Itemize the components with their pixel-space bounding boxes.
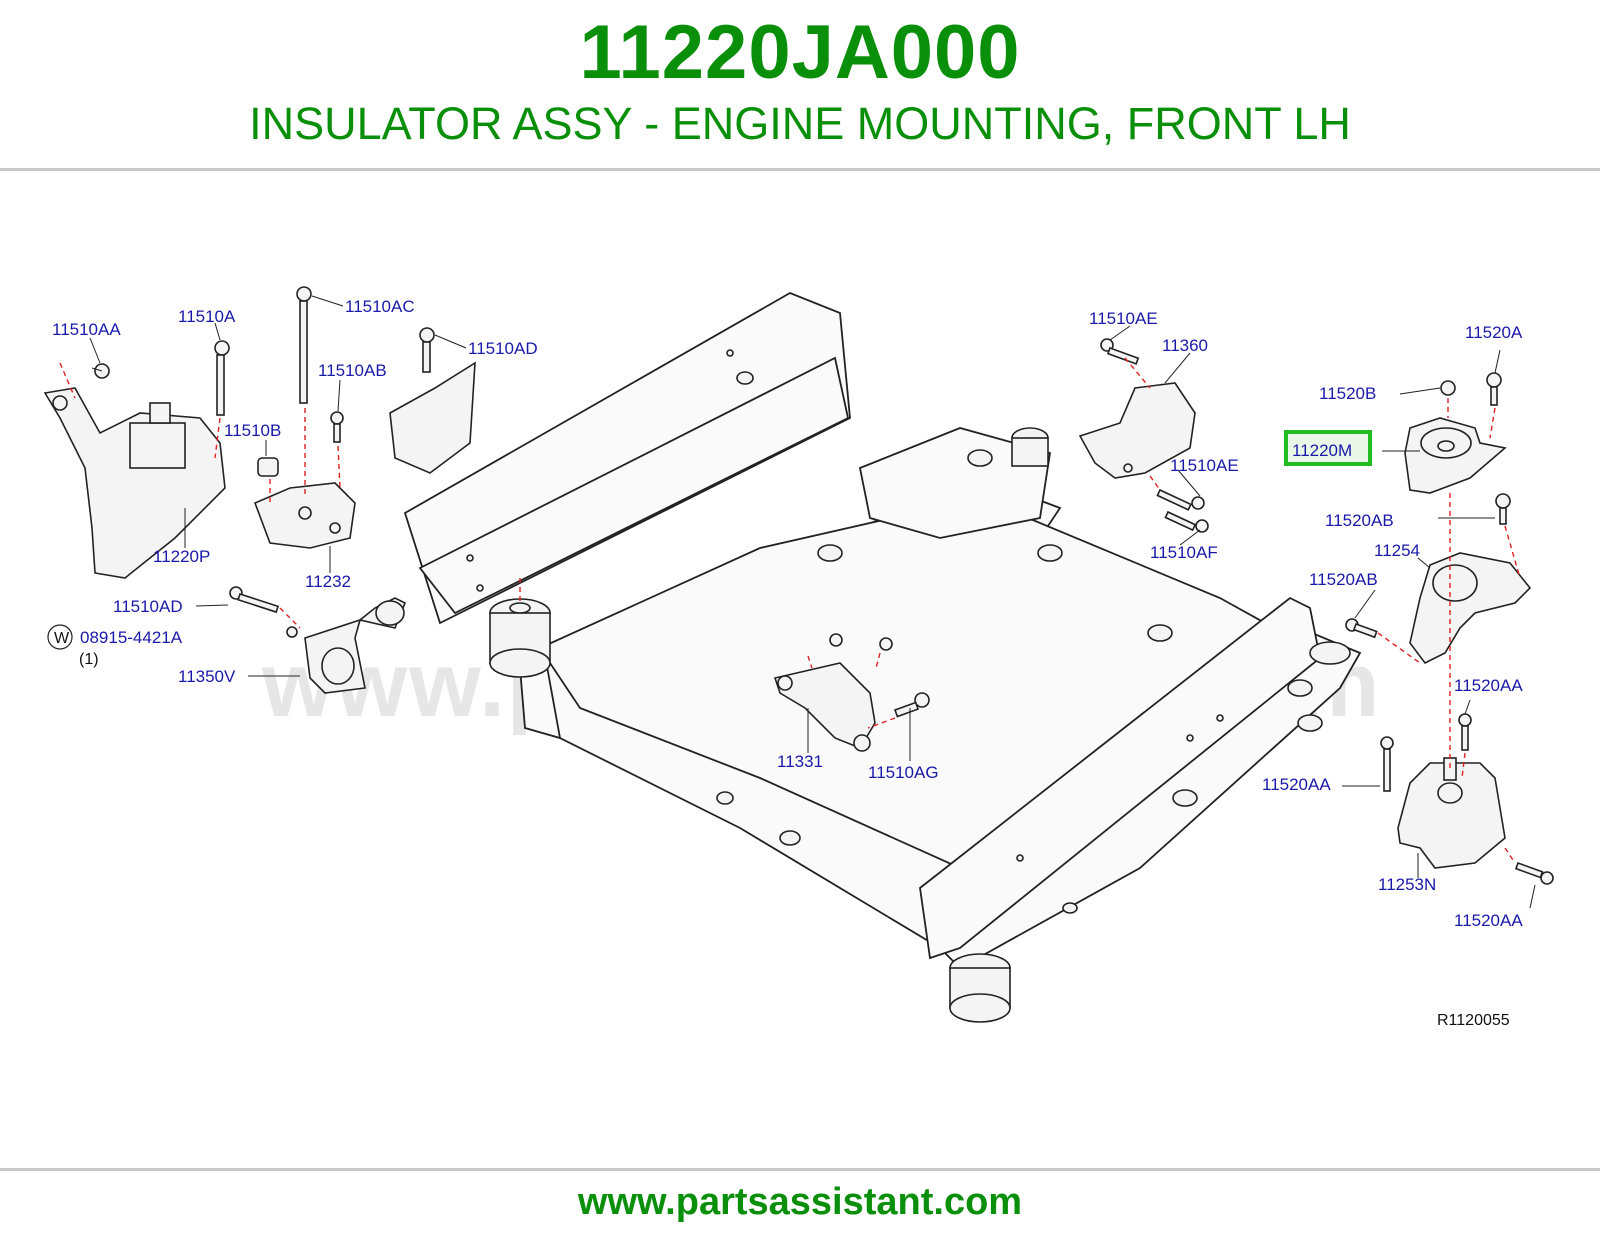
bolt-11520ab-low bbox=[1345, 618, 1378, 639]
label-11520a[interactable]: 11520A bbox=[1465, 323, 1523, 342]
bolt-11520a bbox=[1486, 372, 1502, 406]
nut-11520b bbox=[1440, 380, 1456, 396]
mount-11350v bbox=[304, 597, 407, 694]
bracket-11232 bbox=[253, 457, 356, 549]
leader-lines bbox=[89, 295, 1536, 909]
label-08915-4421a[interactable]: 08915-4421A bbox=[80, 628, 183, 647]
insulator-11220m bbox=[1404, 417, 1507, 494]
label-11520ab-low[interactable]: 11520AB bbox=[1309, 570, 1378, 589]
washer-symbol: W bbox=[54, 630, 70, 647]
bolt-11510a bbox=[214, 340, 230, 416]
label-11232[interactable]: 11232 bbox=[305, 572, 351, 591]
label-11520b[interactable]: 11520B bbox=[1319, 384, 1376, 403]
bracket-11360 bbox=[1078, 382, 1196, 479]
bracket-11253n bbox=[1397, 757, 1506, 869]
bolt-11520aa-bot bbox=[1514, 861, 1554, 885]
bolt-11520aa-mid bbox=[1380, 736, 1394, 792]
part-description: INSULATOR ASSY - ENGINE MOUNTING, FRONT … bbox=[249, 98, 1351, 149]
bolt-11510ab bbox=[330, 411, 344, 443]
label-11520aa-top[interactable]: 11520AA bbox=[1454, 676, 1523, 695]
label-11510ag[interactable]: 11510AG bbox=[868, 763, 939, 782]
label-11510ad-top[interactable]: 11510AD bbox=[468, 339, 538, 358]
washer-symbol-circle bbox=[47, 624, 73, 650]
assembly-lines bbox=[59, 357, 1521, 864]
bolt-11520ab-top bbox=[1495, 493, 1511, 525]
bolt-11510ae-top bbox=[1100, 338, 1140, 365]
label-11220m[interactable]: 11220M bbox=[1292, 441, 1352, 460]
label-11510ae-mid[interactable]: 11510AE bbox=[1170, 456, 1239, 475]
front-suspension-member bbox=[403, 292, 1362, 1023]
bracket-11254 bbox=[1409, 552, 1532, 665]
parts-diagram: www.partsassistant.com bbox=[43, 286, 1554, 1029]
label-11350v[interactable]: 11350V bbox=[178, 667, 236, 686]
label-11520ab-top[interactable]: 11520AB bbox=[1325, 511, 1394, 530]
torque-rod-11331 bbox=[773, 662, 876, 752]
label-11510ae-top[interactable]: 11510AE bbox=[1089, 309, 1158, 328]
bolt-11510ae-mid bbox=[1156, 488, 1205, 511]
label-11220p[interactable]: 11220P bbox=[153, 547, 210, 566]
label-11520aa-bot[interactable]: 11520AA bbox=[1454, 911, 1523, 930]
washer-quantity: (1) bbox=[79, 651, 99, 668]
bracket-11510ad-top bbox=[389, 361, 476, 474]
diagram-reference-code: R1120055 bbox=[1437, 1012, 1510, 1029]
bolt-11510ad-top bbox=[419, 327, 435, 373]
label-11520aa-mid[interactable]: 11520AA bbox=[1262, 775, 1331, 794]
bolt-11520aa-top bbox=[1458, 713, 1472, 751]
washer-08915 bbox=[286, 626, 298, 638]
label-11253n[interactable]: 11253N bbox=[1378, 875, 1436, 894]
label-11331[interactable]: 11331 bbox=[777, 752, 823, 771]
label-11510ad-low[interactable]: 11510AD bbox=[113, 597, 183, 616]
footer-url[interactable]: www.partsassistant.com bbox=[577, 1181, 1023, 1223]
bolt-11510ad-low bbox=[229, 586, 280, 614]
bolt-11510af bbox=[1164, 510, 1209, 533]
label-11510a[interactable]: 11510A bbox=[178, 307, 236, 326]
highlight-box bbox=[1284, 430, 1372, 466]
label-11360[interactable]: 11360 bbox=[1162, 336, 1208, 355]
label-11254[interactable]: 11254 bbox=[1374, 541, 1420, 560]
footer-divider bbox=[0, 1168, 1600, 1171]
label-11510b[interactable]: 11510B bbox=[224, 421, 281, 440]
header-divider bbox=[0, 168, 1600, 171]
bolt-11510ag bbox=[893, 692, 930, 718]
part-number-title: 11220JA000 bbox=[579, 10, 1021, 95]
label-11510af[interactable]: 11510AF bbox=[1150, 543, 1218, 562]
label-11510ab[interactable]: 11510AB bbox=[318, 361, 387, 380]
bolt-11510aa bbox=[91, 363, 110, 379]
label-11510ac[interactable]: 11510AC bbox=[345, 297, 415, 316]
bolt-11510ac bbox=[296, 286, 312, 404]
mount-11220p bbox=[43, 387, 226, 579]
bolts-11331 bbox=[829, 633, 893, 651]
label-11510aa[interactable]: 11510AA bbox=[52, 320, 121, 339]
